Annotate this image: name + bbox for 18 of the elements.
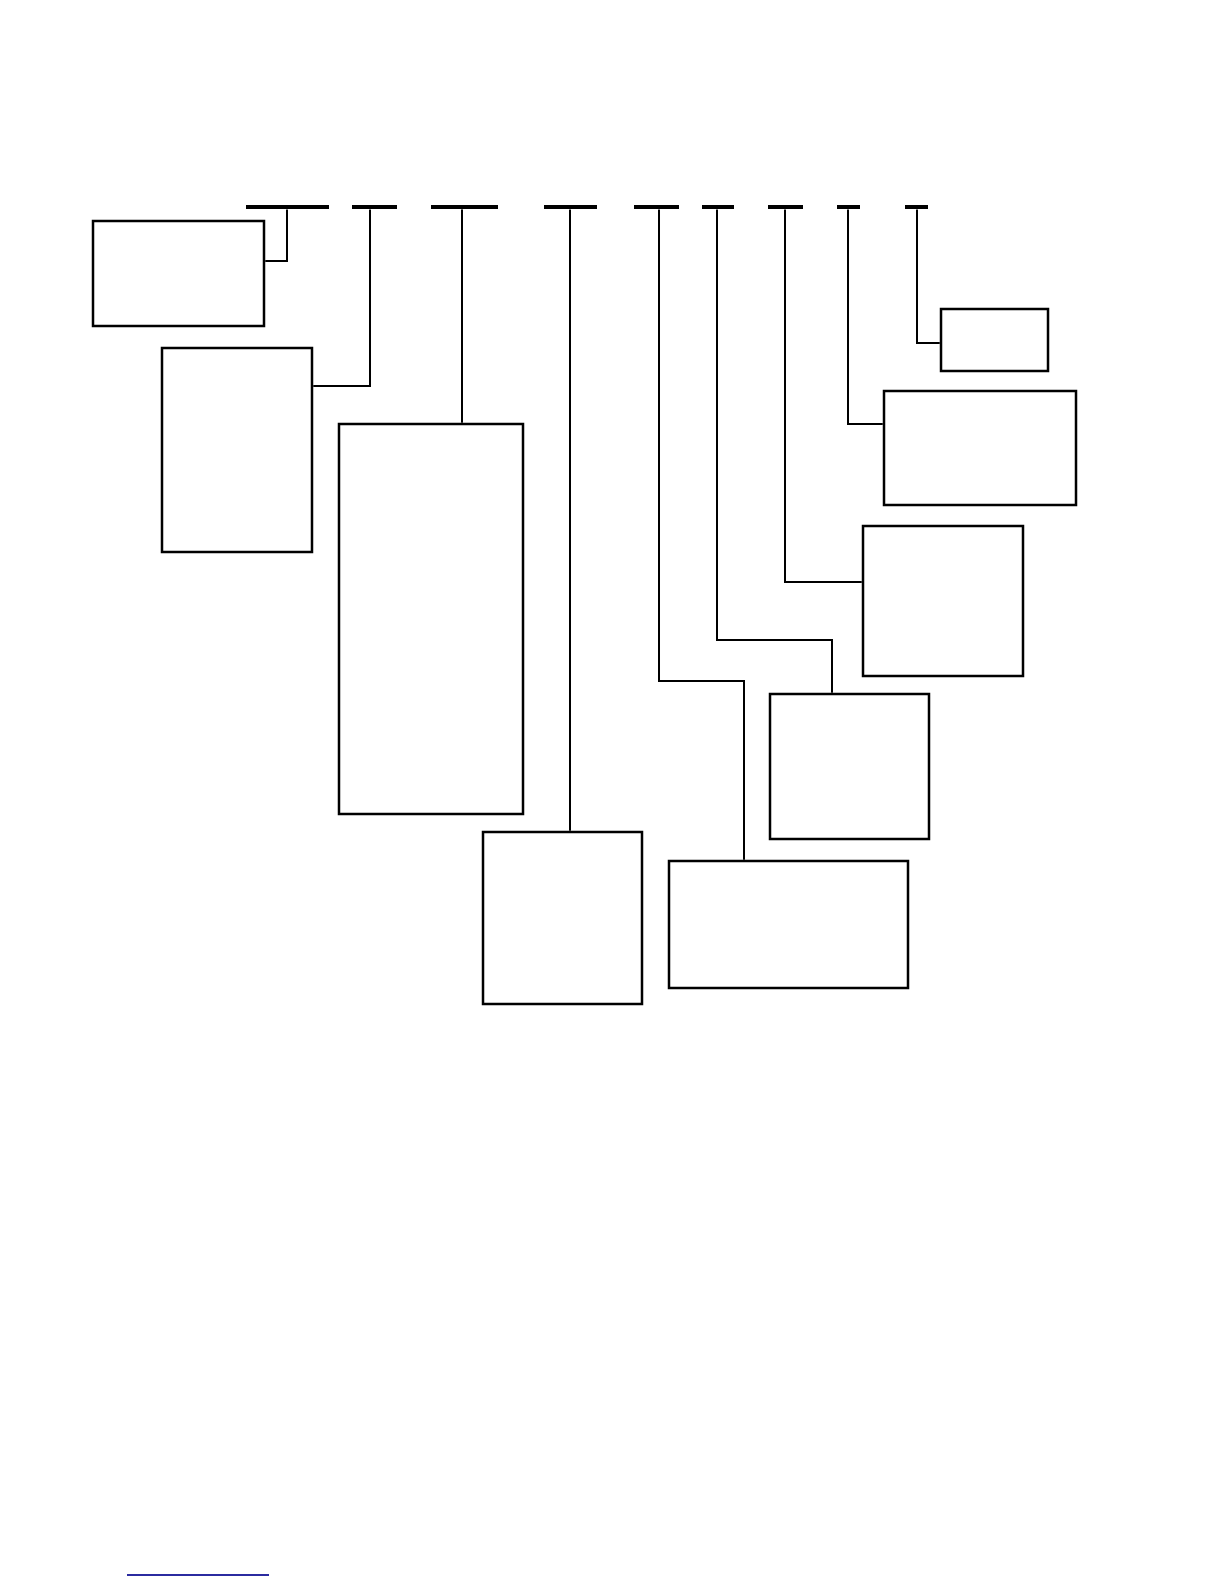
answer-box <box>481 830 644 1006</box>
connector-line <box>312 208 371 387</box>
connector-line <box>658 208 745 861</box>
answer-box <box>861 524 1025 678</box>
connector-line <box>784 208 863 583</box>
connector-line <box>916 208 941 344</box>
connector-line <box>461 208 463 424</box>
answer-box <box>160 346 314 554</box>
answer-box <box>939 307 1050 373</box>
answer-box <box>91 219 266 328</box>
answer-box <box>882 389 1078 507</box>
connector-line <box>569 208 571 832</box>
connector-line <box>264 208 288 262</box>
connector-line <box>716 208 833 694</box>
answer-box <box>667 859 910 990</box>
connector-line <box>847 208 884 425</box>
answer-box <box>768 692 931 841</box>
answer-box <box>337 422 525 816</box>
